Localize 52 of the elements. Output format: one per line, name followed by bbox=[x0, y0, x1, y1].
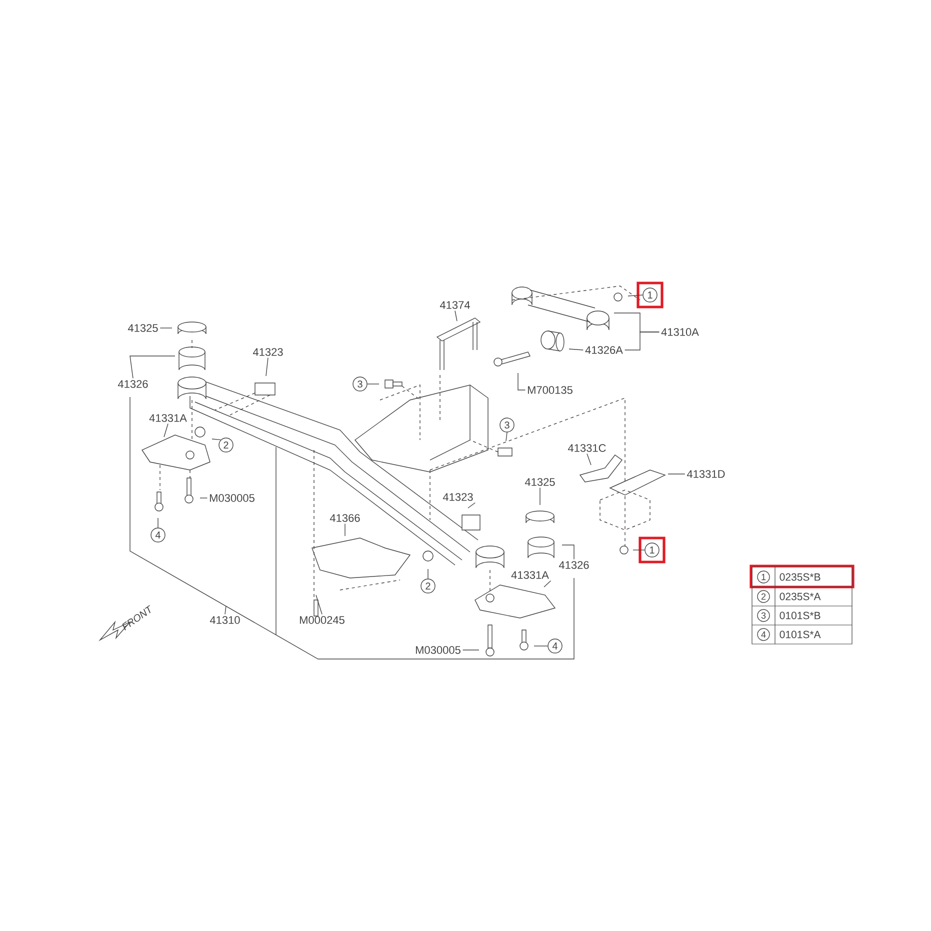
callout-number: 1 bbox=[642, 288, 658, 302]
part-number: 41310 bbox=[210, 616, 240, 624]
callout-number: 2 bbox=[420, 578, 436, 594]
part-code: 0101S*B bbox=[780, 612, 820, 620]
part-number: 41323 bbox=[442, 493, 473, 501]
part-number: 41366 bbox=[330, 514, 360, 522]
part-number: 41331C bbox=[568, 444, 606, 452]
part-number: 41326 bbox=[118, 380, 148, 388]
leader-line bbox=[130, 356, 176, 379]
leader-line bbox=[266, 357, 268, 376]
part-code: 0101S*A bbox=[780, 630, 821, 638]
leader-line bbox=[544, 580, 552, 588]
part-code: 0235S*A bbox=[780, 592, 821, 600]
part-number: 41326 bbox=[558, 561, 589, 569]
part-number: 41331D bbox=[687, 470, 725, 478]
leader-line bbox=[164, 423, 168, 438]
leader-line bbox=[624, 332, 660, 350]
leader-line bbox=[586, 453, 592, 466]
part-number: 41326A bbox=[585, 346, 623, 354]
callout-number: 2 bbox=[757, 590, 770, 603]
part-number: M700135 bbox=[528, 386, 572, 394]
part-code: 0235S*B bbox=[780, 573, 820, 581]
part-number: 41374 bbox=[440, 301, 470, 309]
callout-number: 4 bbox=[150, 528, 166, 542]
callout-number: 2 bbox=[218, 438, 234, 452]
part-number: 41325 bbox=[524, 478, 555, 486]
leader-line bbox=[316, 594, 322, 615]
callout-number: 1 bbox=[757, 570, 770, 584]
part-number: M030005 bbox=[210, 494, 254, 502]
part-number: M000245 bbox=[300, 616, 344, 624]
leader-line bbox=[212, 438, 222, 440]
part-number: 41325 bbox=[128, 324, 158, 332]
leader-line bbox=[344, 523, 346, 536]
callout-number: 3 bbox=[500, 418, 514, 432]
callout-number: 3 bbox=[352, 376, 368, 392]
leader-line bbox=[224, 606, 226, 615]
leader-line bbox=[568, 348, 584, 350]
part-number: 41323 bbox=[252, 348, 283, 356]
leader-line bbox=[506, 432, 508, 442]
leader-line bbox=[518, 372, 526, 390]
part-number: 41331A bbox=[511, 571, 549, 579]
callout-number: 1 bbox=[644, 542, 660, 558]
leader-line bbox=[562, 544, 574, 560]
part-number: M030005 bbox=[416, 646, 460, 654]
leader-line bbox=[468, 502, 476, 508]
callout-number: 3 bbox=[757, 609, 770, 622]
part-number: 41331A bbox=[149, 414, 187, 422]
callout-number: 4 bbox=[548, 638, 562, 654]
callout-number: 4 bbox=[757, 628, 770, 641]
part-number: 41310A bbox=[661, 328, 699, 336]
leader-line bbox=[628, 294, 643, 296]
leader-line bbox=[454, 310, 458, 322]
